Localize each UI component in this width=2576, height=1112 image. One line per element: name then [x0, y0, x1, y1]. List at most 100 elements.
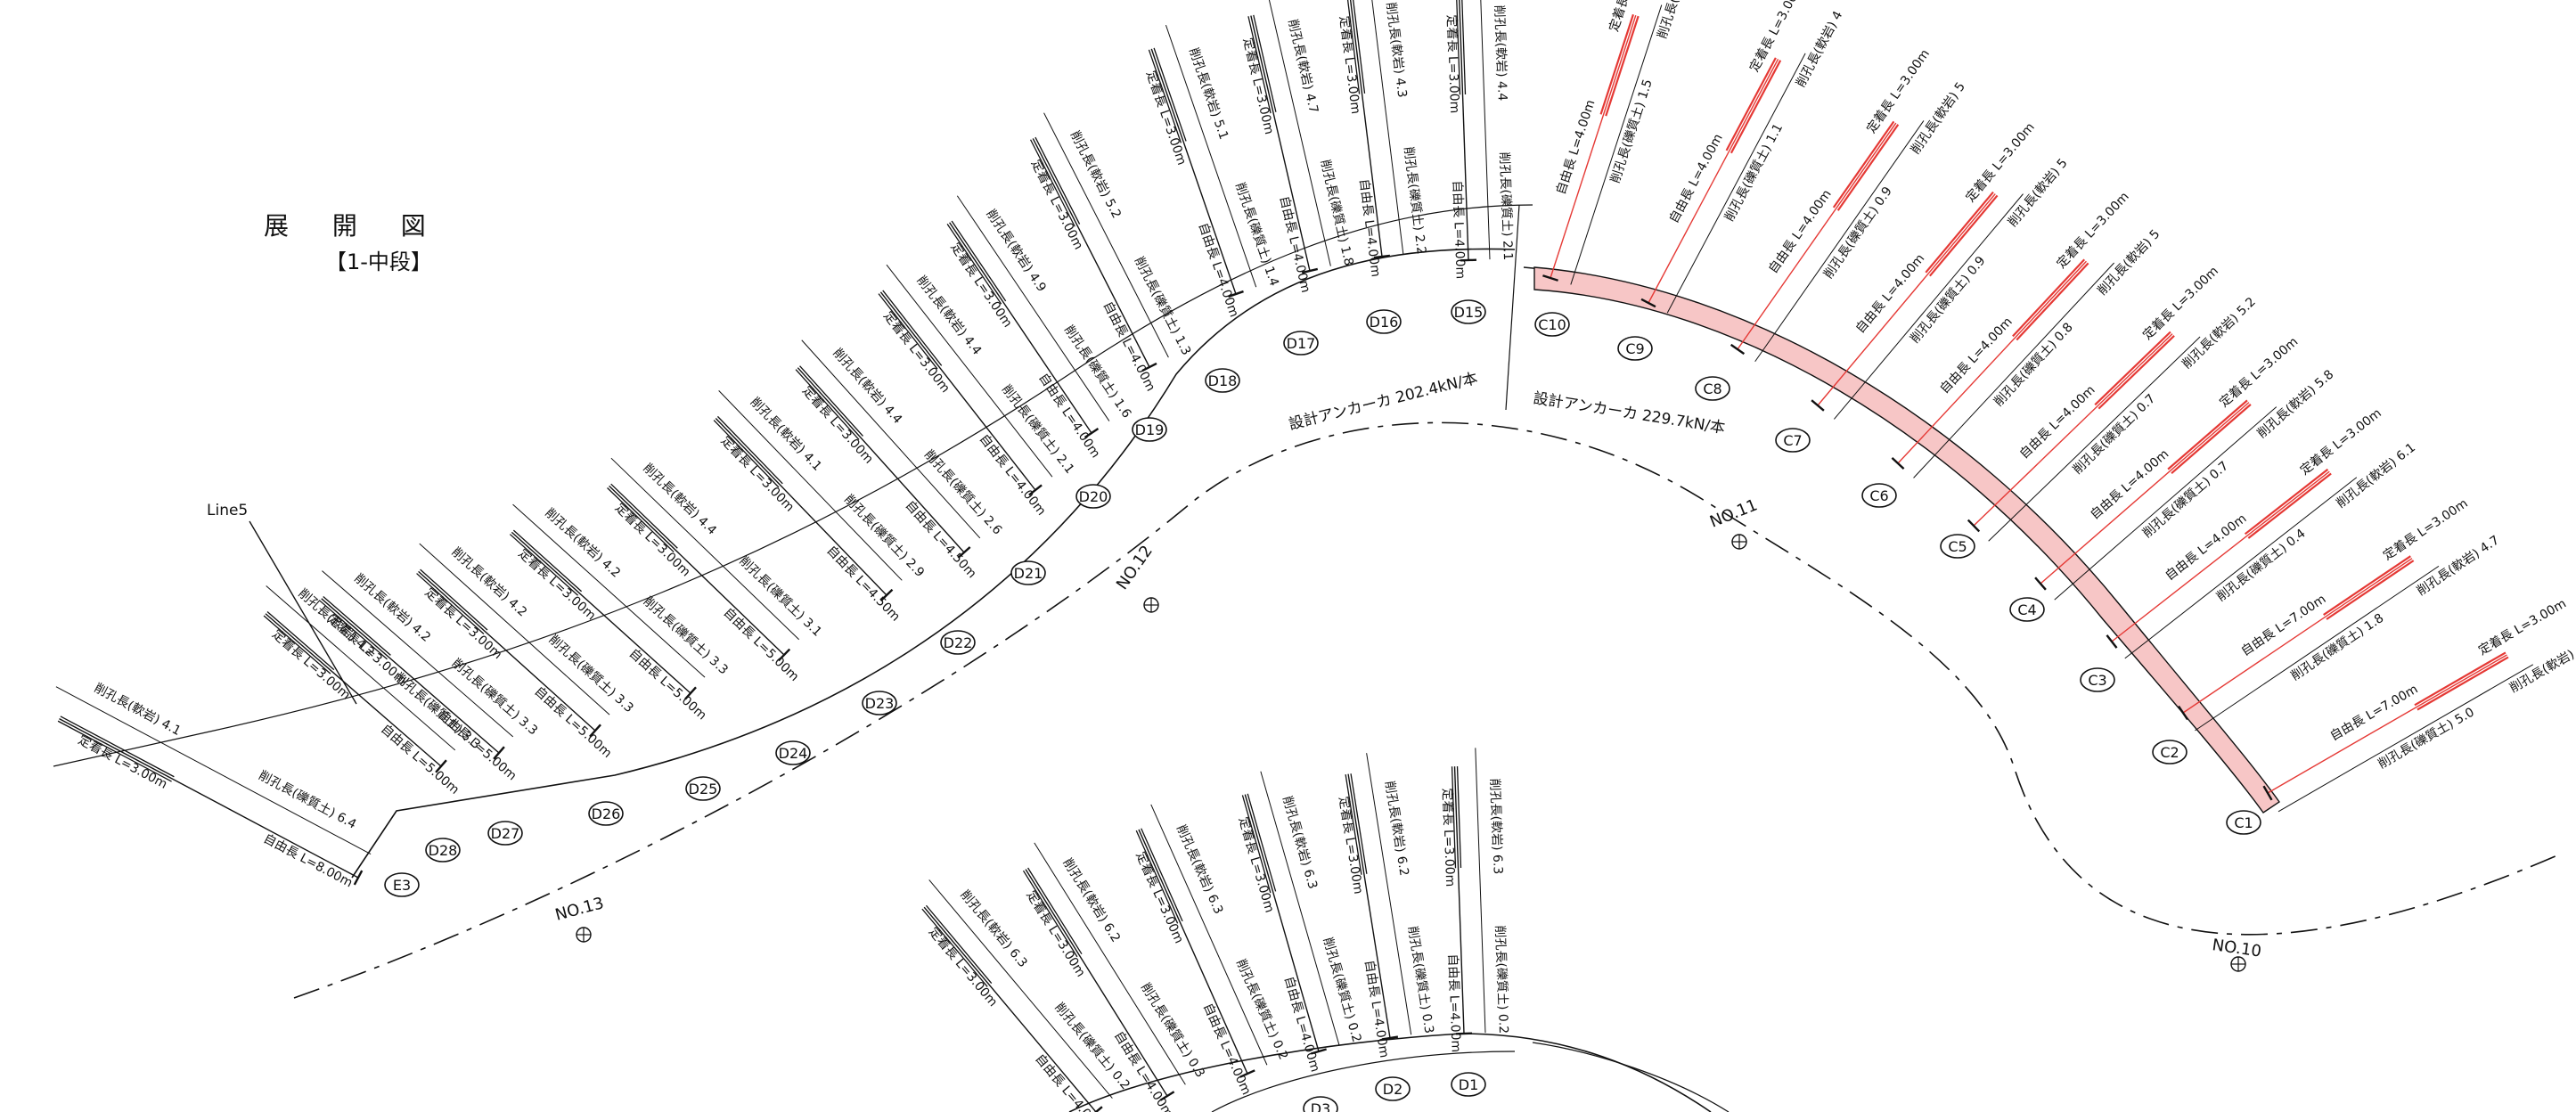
hole-leader	[2278, 664, 2534, 813]
anchorage-segment	[946, 224, 1002, 305]
anchorage-segment	[1148, 49, 1182, 143]
station-label: NO.13	[553, 894, 606, 925]
anchorage-segment	[2247, 472, 2332, 539]
anchorage-length-label: 定着長 L=3.00m	[1236, 815, 1277, 914]
node-d28: D28	[425, 838, 461, 863]
anchorage-segment	[1456, 0, 1461, 95]
hole-soft-rock-label: 削孔長(軟岩) 5	[2006, 156, 2071, 230]
node-c2: C2	[2152, 740, 2188, 764]
anchor-tendon	[2040, 402, 2250, 585]
hole-leader	[2124, 477, 2358, 659]
hole-soft-rock-label: 削孔長(軟岩) 4.2	[295, 586, 377, 660]
hole-gravel-label: 削孔長(礫質土) 1.5	[1608, 78, 1656, 185]
anchor-tendon	[609, 485, 785, 656]
hole-soft-rock-label: 削孔長(軟岩) 6.2	[1060, 856, 1124, 945]
anchorage-segment	[263, 615, 331, 675]
node-label: E3	[393, 877, 411, 894]
anchorage-segment	[921, 908, 988, 987]
node-d22: D22	[940, 630, 976, 655]
node-label: D1	[1459, 1076, 1479, 1093]
hole-leader	[928, 879, 1113, 1099]
anchorage-length-label: 定着長 L=3.00m	[2298, 406, 2384, 478]
free-length-label: 自由長 L=5.00m	[378, 722, 462, 797]
anchorage-segment	[1153, 47, 1187, 142]
node-label: D20	[1079, 488, 1108, 505]
station-no12: NO.12	[1113, 542, 1159, 613]
anchorage-length-label: 定着長 L=3.00m	[2476, 596, 2569, 658]
node-marker	[2152, 740, 2188, 764]
anchorage-segment	[882, 290, 943, 366]
anchor-head	[777, 648, 791, 662]
node-c1: C1	[2226, 810, 2261, 835]
anchor-head	[589, 724, 601, 738]
anchorage-segment	[512, 529, 583, 593]
node-marker	[384, 872, 420, 897]
lower-arc-2	[1532, 1042, 1730, 1112]
node-label: D27	[491, 825, 520, 842]
node-d18: D18	[1205, 368, 1240, 393]
anchorage-segment	[1599, 13, 1634, 115]
hole-soft-rock-label: 削孔長(軟岩) 4.3	[1383, 2, 1409, 99]
node-c5: C5	[1940, 534, 1975, 559]
node-marker	[1283, 331, 1319, 356]
hole-soft-rock-label: 削孔長(軟岩) 6.1	[2334, 440, 2418, 511]
anchor-head	[353, 870, 364, 886]
node-marker	[588, 801, 624, 826]
anchor-tendon	[1347, 773, 1391, 1039]
anchorage-segment	[1135, 830, 1179, 924]
hole-leader	[266, 585, 456, 751]
anchorage-segment	[795, 369, 860, 440]
node-label: D22	[944, 634, 973, 651]
free-length-label: 自由長 L=8.00m	[261, 831, 355, 890]
node-d21: D21	[1010, 560, 1046, 585]
anchor-head	[1542, 274, 1558, 282]
node-label: C9	[1625, 340, 1644, 357]
free-length-label: 自由長 L=4.00m	[1445, 953, 1463, 1052]
anchorage-length-label: 定着長 L=3.00m	[612, 501, 693, 579]
node-marker	[1132, 417, 1167, 442]
hole-soft-rock-label: 削孔長(軟岩) 5	[1909, 80, 1968, 157]
anchor-tendon	[2267, 654, 2507, 794]
anchor-tendon	[1817, 193, 1996, 406]
anchor-tendon	[418, 570, 596, 732]
node-d17: D17	[1283, 331, 1319, 356]
drawing-subtitle: 【1-中段】	[325, 249, 432, 274]
hole-soft-rock-label: 削孔長(軟岩) 5	[2095, 227, 2163, 298]
node-marker	[1451, 299, 1486, 324]
node-d25: D25	[685, 776, 721, 801]
hole-leader	[55, 686, 372, 854]
anchorage-segment	[2171, 404, 2252, 474]
hole-leader	[1371, 0, 1404, 255]
anchor-tendon	[1349, 0, 1383, 258]
anchorage-segment	[925, 904, 993, 985]
node-marker	[1534, 312, 1570, 337]
hole-soft-rock-label: 削孔長(軟岩) 6.3	[957, 887, 1029, 970]
anchor-head	[1967, 519, 1981, 533]
hole-leader	[801, 339, 981, 539]
hole-soft-rock-label: 削孔長(軟岩) 4.2	[351, 571, 433, 645]
node-label: C1	[2234, 814, 2253, 831]
anchorage-length-label: 定着長 L=3.00m	[2054, 190, 2131, 272]
anchor-tendon	[1025, 869, 1168, 1097]
anchorage-segment	[2414, 651, 2506, 707]
hole-leader	[1150, 804, 1268, 1066]
anchorage-segment	[1605, 15, 1640, 117]
hole-gravel-label: 削孔長(礫質土) 6.4	[257, 768, 359, 831]
anchorage-length-label: 定着長 L=3.00m	[2381, 496, 2471, 563]
node-label: D28	[429, 842, 458, 859]
anchorage-segment	[1730, 60, 1782, 154]
hole-leader	[956, 195, 1110, 421]
anchorage-segment	[1832, 120, 1895, 208]
anchor-head	[1811, 399, 1825, 412]
anchor-head	[1094, 1106, 1103, 1112]
free-length-label: 自由長 L=4.00m	[2088, 447, 2171, 523]
anchorage-segment	[57, 720, 172, 782]
anchorage-segment	[1022, 870, 1078, 958]
anchor-tendon	[59, 717, 359, 879]
anchorage-segment	[509, 534, 579, 596]
node-c3: C3	[2080, 667, 2115, 692]
node-c6: C6	[1861, 483, 1897, 508]
